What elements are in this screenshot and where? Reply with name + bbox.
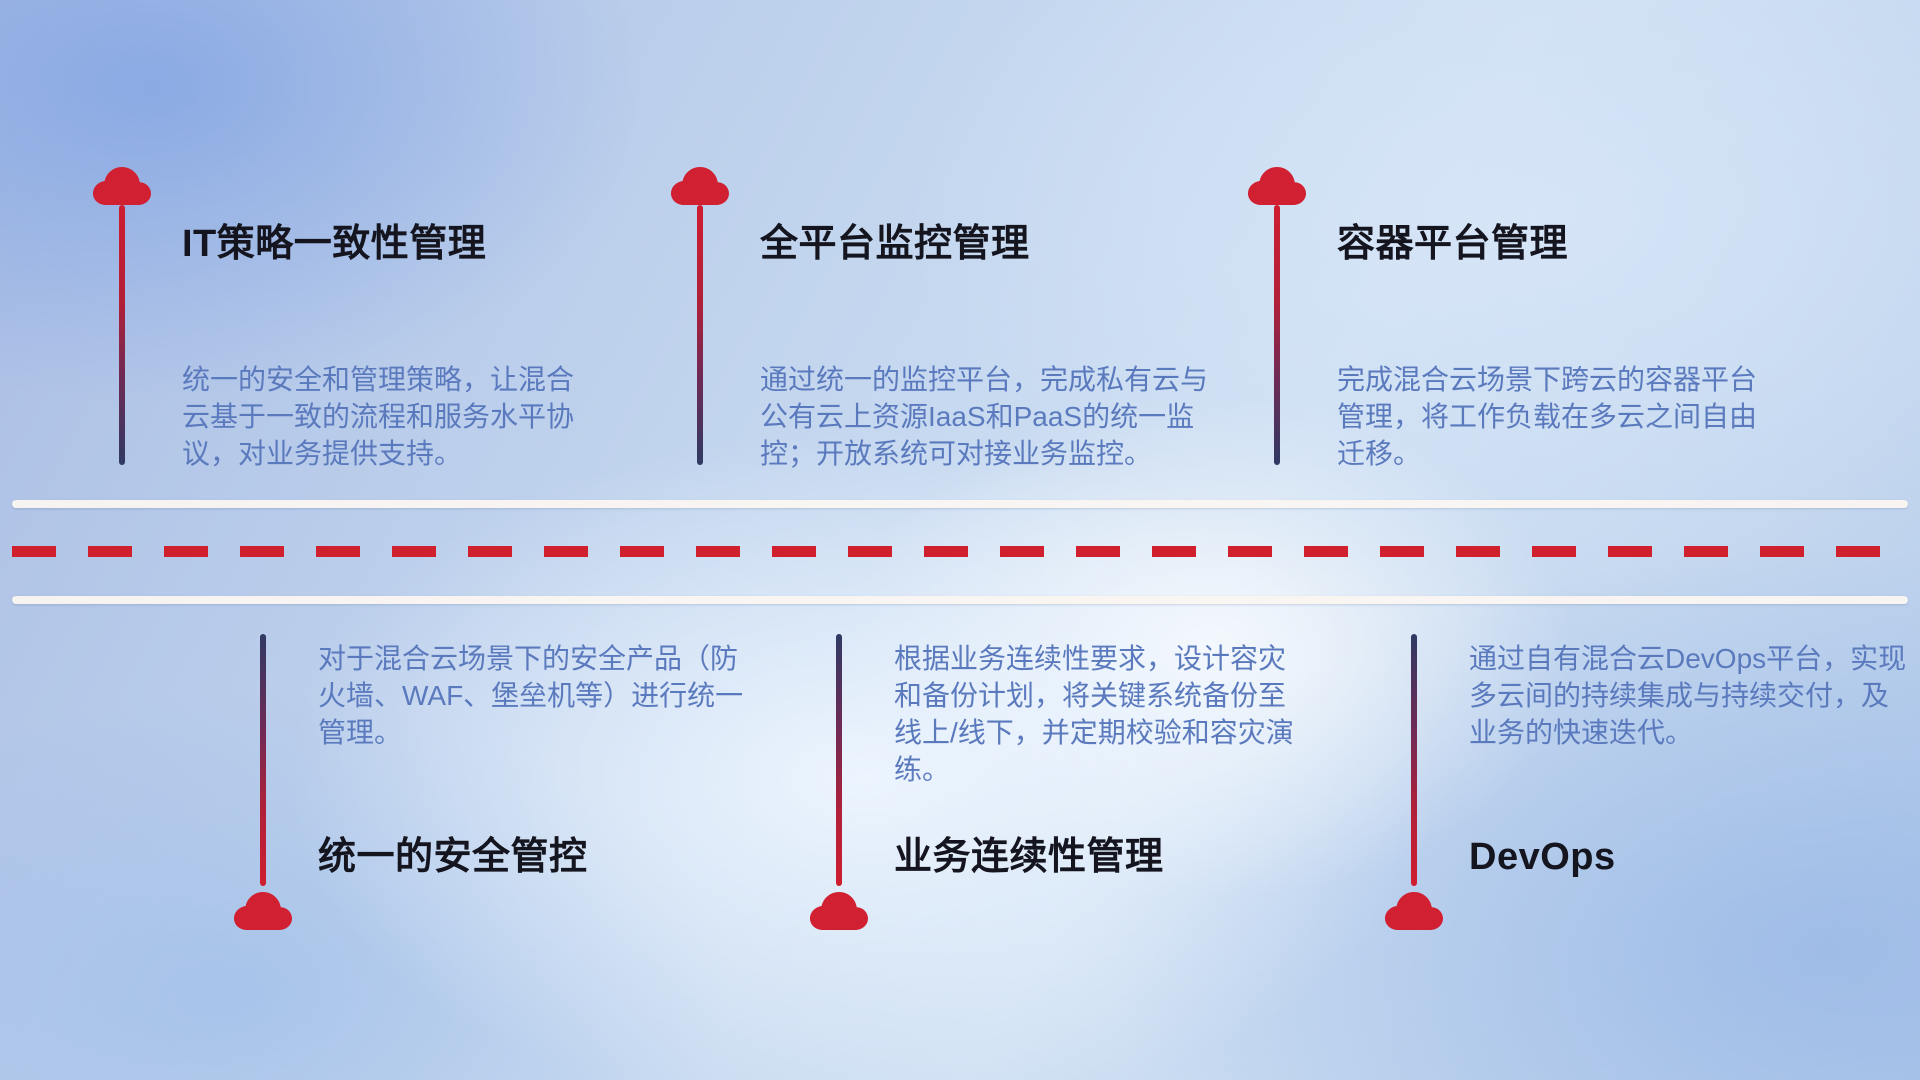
cloud-icon <box>810 892 868 930</box>
item-description: 统一的安全和管理策略，让混合云基于一致的流程和服务水平协议，对业务提供支持。 <box>182 364 575 469</box>
cloud-icon <box>234 892 292 930</box>
cloud-icon <box>671 167 729 205</box>
cloud-icon <box>1385 892 1443 930</box>
cloud-icon <box>93 167 151 205</box>
item-description: 完成混合云场景下跨云的容器平台管理，将工作负载在多云之间自由迁移。 <box>1337 364 1758 469</box>
timeline-pin <box>1274 205 1280 465</box>
item-title: DevOps <box>1469 836 1616 878</box>
item-title: 全平台监控管理 <box>760 223 1030 265</box>
timeline-pin <box>836 634 842 886</box>
road-line-top <box>12 500 1908 508</box>
timeline-pin <box>697 205 703 465</box>
item-title: 统一的安全管控 <box>318 836 588 878</box>
item-title: 业务连续性管理 <box>894 836 1164 878</box>
timeline-pin <box>260 634 266 886</box>
item-description: 通过自有混合云DevOps平台，实现多云间的持续集成与持续交付，及业务的快速迭代… <box>1469 643 1907 748</box>
item-description: 根据业务连续性要求，设计容灾和备份计划，将关键系统备份至线上/线下，并定期校验和… <box>894 643 1294 785</box>
item-title: 容器平台管理 <box>1337 223 1569 265</box>
item-title: IT策略一致性管理 <box>182 223 487 265</box>
road-line-bottom <box>12 596 1908 604</box>
item-description: 通过统一的监控平台，完成私有云与公有云上资源IaaS和PaaS的统一监控；开放系… <box>760 364 1209 469</box>
cloud-icon <box>1248 167 1306 205</box>
item-description: 对于混合云场景下的安全产品（防火墙、WAF、堡垒机等）进行统一管理。 <box>318 643 744 748</box>
road-dashed-centerline <box>12 546 1908 557</box>
timeline-pin <box>1411 634 1417 886</box>
timeline-pin <box>119 205 125 465</box>
